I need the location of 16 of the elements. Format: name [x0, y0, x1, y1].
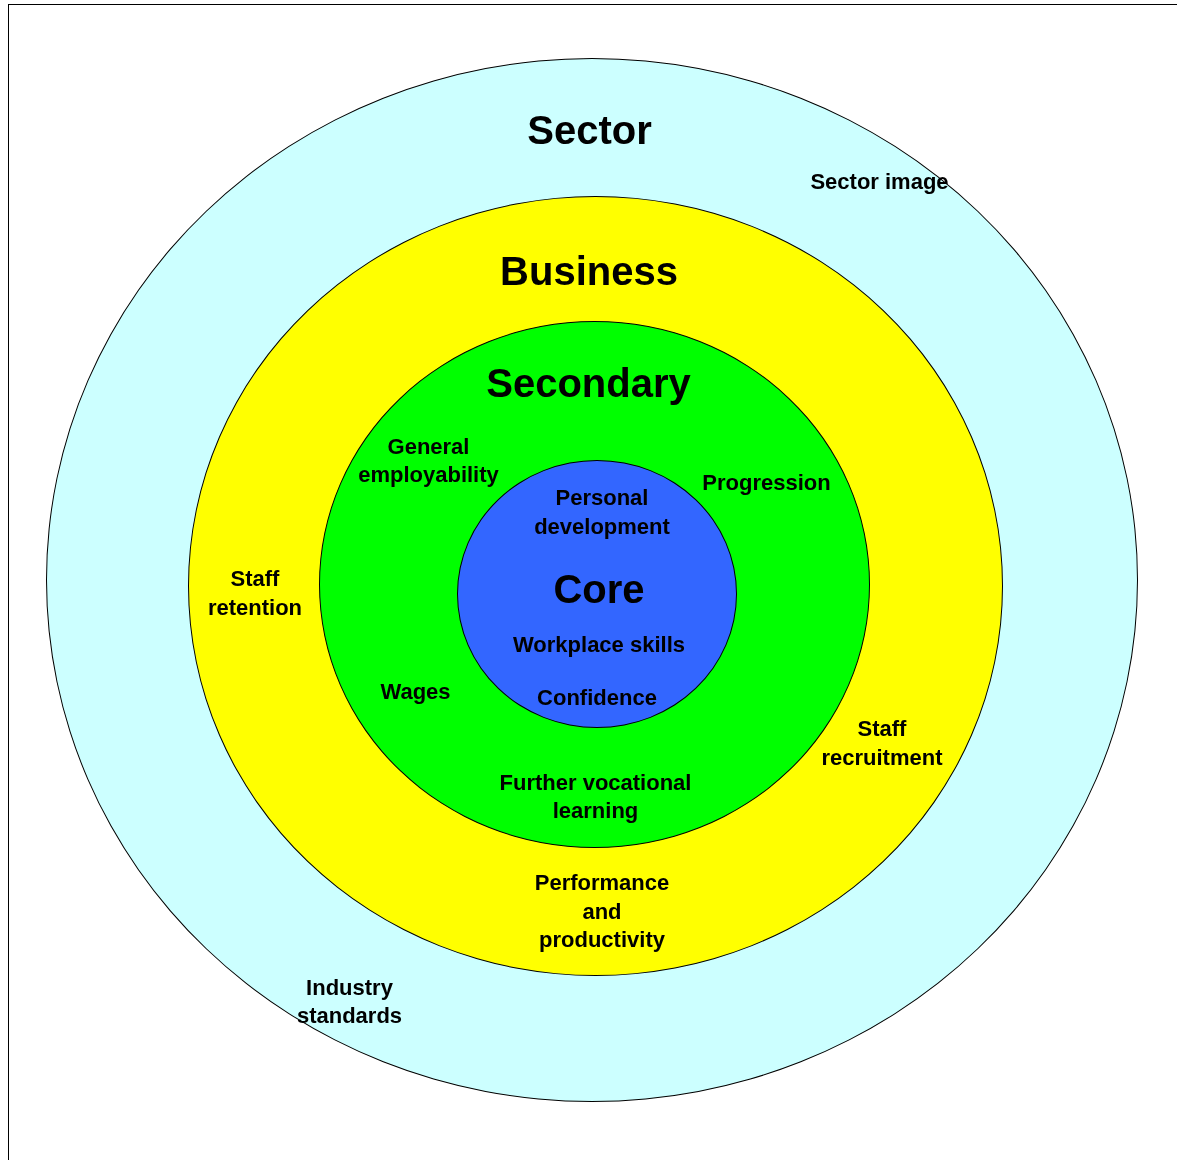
circle-label: Confidence — [536, 683, 658, 712]
ring-label: Industry standards — [295, 973, 404, 1031]
ring-title: Business — [499, 248, 679, 295]
ring-label: Staff recruitment — [820, 715, 944, 772]
ring-label: General employability — [357, 432, 500, 490]
ring-label: Wages — [379, 677, 452, 706]
ring-label: Further vocational learning — [498, 768, 693, 826]
ring-label: Performance and productivity — [533, 869, 671, 955]
circle-label: Workplace skills — [512, 630, 686, 659]
ring-title: Sector — [526, 106, 653, 154]
ring-label: Sector image — [809, 167, 950, 196]
circle-label: Personal development — [533, 484, 671, 541]
circle-title: Core — [552, 566, 646, 613]
ring-label: Progression — [701, 468, 832, 497]
ring-title: Secondary — [485, 359, 692, 407]
ring-label: Staff retention — [206, 565, 304, 622]
